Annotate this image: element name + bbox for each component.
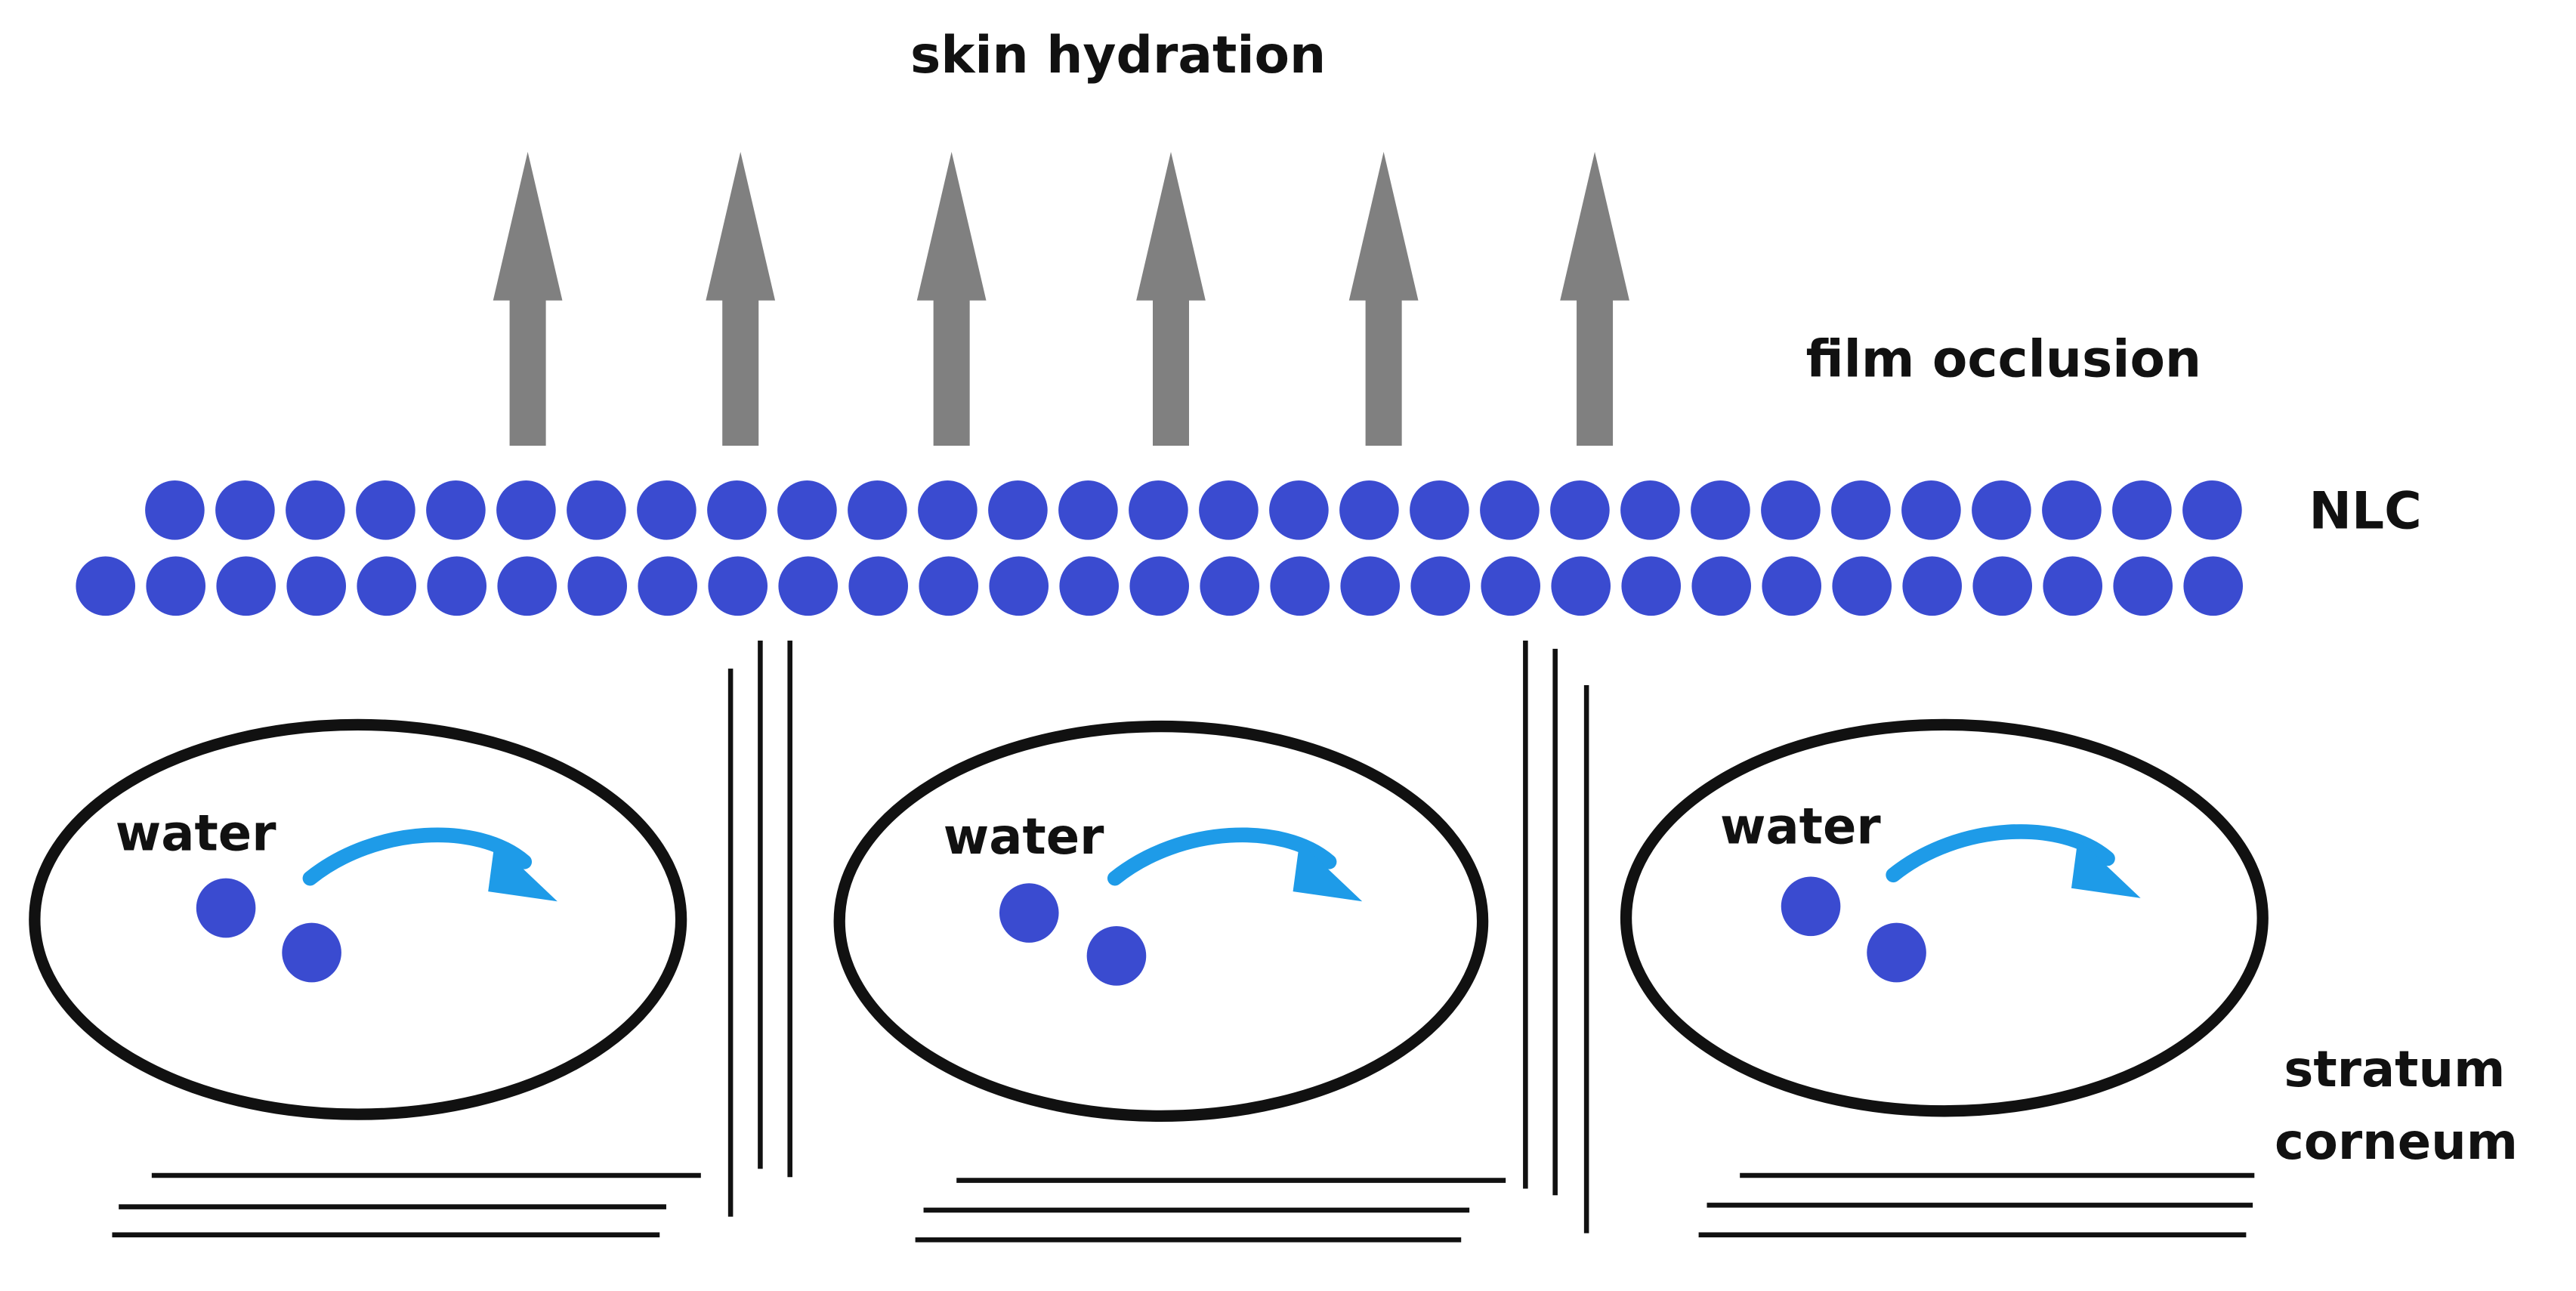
nlc-particle: [1059, 556, 1120, 616]
curved-arrow-icon: [1107, 827, 1363, 902]
nlc-particle: [848, 480, 907, 540]
intercellular-lines: [727, 640, 1589, 1234]
nlc-particle: [1972, 480, 2031, 540]
water-particle: [282, 922, 341, 983]
nlc-particle: [146, 556, 206, 616]
nlc-particle: [426, 480, 486, 540]
cell-outline: [1620, 718, 2269, 1117]
nlc-particle: [1550, 480, 1610, 540]
curved-arrow-icon: [1886, 824, 2141, 898]
title-skin-hydration: skin hydration: [910, 25, 1326, 85]
nlc-particle: [1691, 556, 1752, 616]
nlc-particle: [1691, 480, 1750, 540]
nlc-particle: [1270, 556, 1330, 616]
nlc-particle: [76, 556, 136, 616]
water-particle: [1867, 922, 1926, 983]
nlc-particle: [989, 556, 1049, 616]
nlc-particle: [2042, 480, 2102, 540]
nlc-particle: [2113, 556, 2173, 616]
water-label: water: [1720, 798, 1881, 856]
nlc-particle: [356, 480, 415, 540]
nlc-particle: [1551, 556, 1611, 616]
nlc-particle: [1972, 556, 2033, 616]
nlc-particle: [1269, 480, 1329, 540]
nlc-particle: [2182, 480, 2242, 540]
nlc-particle: [848, 556, 909, 616]
up-arrow-icon: [1560, 152, 1629, 446]
nlc-particle: [357, 556, 417, 616]
nlc-particle: [2112, 480, 2172, 540]
nlc-particle: [1129, 480, 1188, 540]
nlc-particle: [286, 556, 347, 616]
stratum-corneum-label: stratum: [2284, 1041, 2505, 1098]
nlc-label: NLC: [2309, 480, 2421, 540]
cell-outline: [29, 718, 687, 1120]
nlc-particle: [1200, 556, 1260, 616]
nlc-particle: [496, 480, 556, 540]
up-arrows-group: [493, 152, 1629, 446]
nlc-particle: [1901, 480, 1961, 540]
nlc-particle: [777, 480, 837, 540]
film-occlusion-label: film occlusion: [1805, 329, 2201, 388]
water-particle: [999, 883, 1059, 943]
nlc-particle: [1339, 480, 1399, 540]
nlc-particle: [216, 556, 276, 616]
nlc-particle: [1058, 480, 1118, 540]
corneocyte-cell-1: water: [29, 718, 687, 1120]
up-arrow-icon: [916, 152, 987, 446]
water-label: water: [944, 808, 1104, 866]
nlc-particle: [637, 480, 697, 540]
nlc-particle: [1199, 480, 1259, 540]
stratum-corneum-label-line2: corneum: [2275, 1113, 2518, 1171]
nlc-particle: [1410, 480, 1469, 540]
nlc-particle: [427, 556, 487, 616]
nlc-particle: [1480, 480, 1540, 540]
curved-arrow-icon: [302, 827, 558, 902]
nlc-particle: [1621, 556, 1682, 616]
water-particle: [196, 878, 256, 938]
stratum-layer-lines: [112, 1172, 2255, 1243]
water-particle: [1086, 926, 1147, 986]
water-label: water: [116, 805, 276, 862]
nlc-particle: [778, 556, 839, 616]
nlc-particle: [215, 480, 275, 540]
up-arrow-icon: [1136, 152, 1206, 446]
nlc-particle: [1832, 556, 1892, 616]
nlc-particle: [988, 480, 1048, 540]
nlc-particle: [567, 480, 626, 540]
up-arrow-icon: [706, 152, 776, 446]
corneocyte-cell-2: water: [833, 720, 1489, 1122]
nlc-particle: [1410, 556, 1471, 616]
nlc-particle: [2183, 556, 2244, 616]
nlc-particle: [918, 480, 978, 540]
up-arrow-icon: [493, 152, 563, 446]
nlc-particle: [919, 556, 979, 616]
up-arrow-icon: [1348, 152, 1419, 446]
nlc-particle: [1481, 556, 1541, 616]
nlc-particle: [286, 480, 345, 540]
nlc-particle: [1620, 480, 1680, 540]
nlc-particle: [1340, 556, 1401, 616]
nlc-particle: [1761, 480, 1821, 540]
nlc-particle: [1831, 480, 1891, 540]
nlc-particle-layer: [76, 480, 2244, 616]
nlc-particle: [567, 556, 628, 616]
water-particle: [1781, 876, 1841, 937]
nlc-particle: [2043, 556, 2103, 616]
nlc-particle: [708, 556, 768, 616]
nlc-particle: [1762, 556, 1822, 616]
nlc-particle: [1902, 556, 1963, 616]
nlc-particle: [1129, 556, 1190, 616]
nlc-particle: [497, 556, 558, 616]
nlc-particle: [707, 480, 767, 540]
nlc-particle: [638, 556, 698, 616]
nlc-particle: [145, 480, 205, 540]
cell-outline: [833, 720, 1489, 1122]
corneocyte-cell-3: water: [1620, 718, 2269, 1117]
